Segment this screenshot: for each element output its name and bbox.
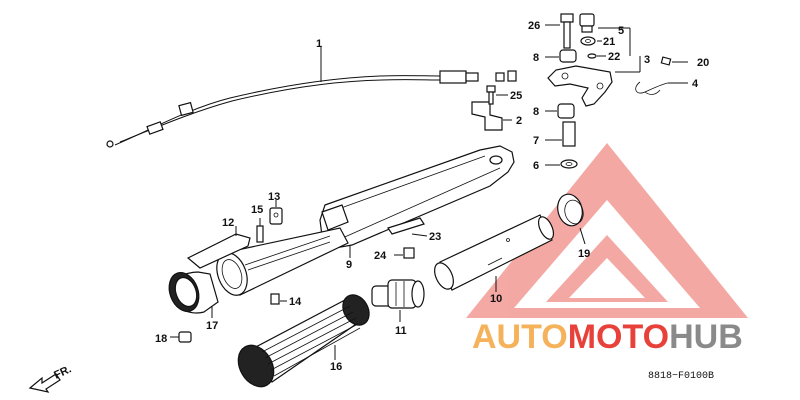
part-label-3: 3 [644,54,650,66]
bolt-25 [486,85,508,105]
part-label-10: 10 [490,293,502,305]
inner-sleeve-10 [434,214,555,292]
part-label-18: 18 [155,333,167,345]
throttle-cable [106,47,517,148]
part-label-8-upper: 8 [533,52,539,64]
throttle-grip-16 [237,294,370,388]
part-label-8-lower: 8 [533,106,539,118]
svg-text:AUTOMOTOHUB: AUTOMOTOHUB [472,318,743,356]
tiller-handle-arm [216,145,515,296]
part-label-15: 15 [251,204,263,216]
part-label-16: 16 [330,361,342,373]
pin-15 [256,218,264,243]
cable-bracket [471,101,512,131]
part-label-6: 6 [533,160,539,172]
part-label-23: 23 [429,231,441,243]
watermark-text-hub: HUB [669,318,743,356]
part-label-5: 5 [618,25,624,37]
part-label-7: 7 [533,135,539,147]
part-label-21: 21 [603,36,615,48]
part-label-9: 9 [346,259,352,271]
part-label-13: 13 [268,191,280,203]
watermark-triangle-hole [569,258,645,298]
bolt-24 [394,247,415,259]
part-label-26: 26 [528,20,540,32]
nut-18 [170,331,192,343]
part-label-19: 19 [578,248,590,260]
plate-23 [387,217,428,237]
part-label-4: 4 [692,78,699,90]
clip-13 [269,200,283,225]
front-arrow: FR. [28,363,73,393]
throttle-linkage-assembly [545,13,688,169]
part-label-14: 14 [289,296,302,308]
part-label-1: 1 [316,38,322,50]
watermark-text-moto: MOTO [568,318,669,356]
part-label-17: 17 [206,320,218,332]
throttle-connector-11 [371,279,425,322]
lever-12 [186,226,251,269]
part-label-12: 12 [222,217,234,229]
front-indicator-label: FR. [52,363,73,381]
end-cap-17 [168,271,219,318]
watermark-logo [466,143,748,318]
part-label-25: 25 [510,90,522,102]
watermark-text: AUTOMOTOHUB [472,318,743,356]
part-label-20: 20 [697,57,709,69]
watermark-text-auto: AUTO [472,318,568,356]
diagram-code: 8818−F0100B [648,371,714,382]
screw-14 [270,293,287,305]
ring-19 [557,193,586,245]
part-label-22: 22 [608,51,620,63]
part-label-24: 24 [374,250,387,262]
part-number-labels: 1 2 3 4 5 6 7 8 8 9 10 11 12 13 14 15 16… [155,20,709,373]
part-label-2: 2 [516,115,522,127]
part-label-11: 11 [395,325,407,337]
